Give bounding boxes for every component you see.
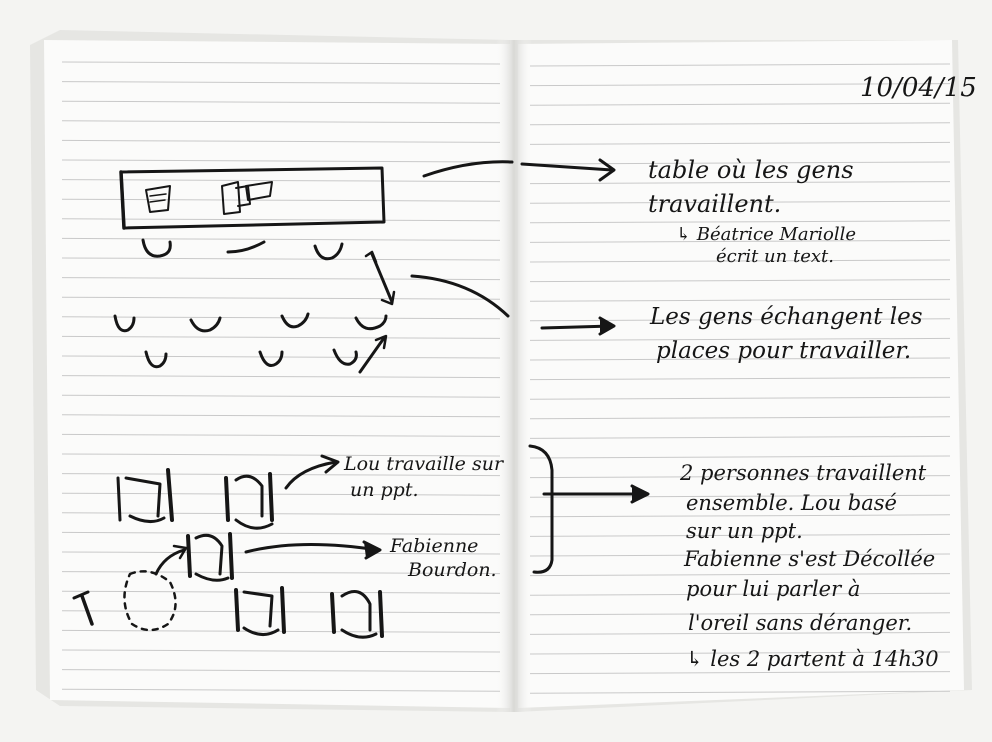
note3-line: sur un ppt.: [686, 519, 803, 543]
note3-line: l'oreil sans déranger.: [688, 611, 912, 635]
note3-line: ↳ les 2 partent à 14h30: [686, 647, 939, 671]
label-fabienne-line2: Bourdon.: [407, 559, 497, 581]
note1-line1: table où les gens: [648, 156, 854, 184]
note2-line2: places pour travailler.: [656, 338, 911, 364]
date-text: 10/04/15: [860, 73, 977, 103]
notebook-spine: [496, 40, 532, 712]
label-fabienne-line1: Fabienne: [389, 535, 478, 557]
note3-line: pour lui parler à: [686, 577, 860, 601]
note3-line: ensemble. Lou basé: [686, 491, 897, 515]
label-lou-line1: Lou travaille sur: [343, 453, 505, 475]
note1-sub2: écrit un text.: [716, 246, 834, 267]
note2-line1: Les gens échangent les: [649, 304, 923, 330]
label-lou-line2: un ppt.: [350, 479, 419, 501]
note3-line: Fabienne s'est Décollée: [683, 547, 935, 571]
note1-sub1: ↳ Béatrice Mariolle: [676, 224, 856, 245]
note1-line2: travaillent.: [648, 190, 781, 218]
note3-line: 2 personnes travaillent: [679, 461, 927, 485]
right-page: [518, 40, 964, 708]
